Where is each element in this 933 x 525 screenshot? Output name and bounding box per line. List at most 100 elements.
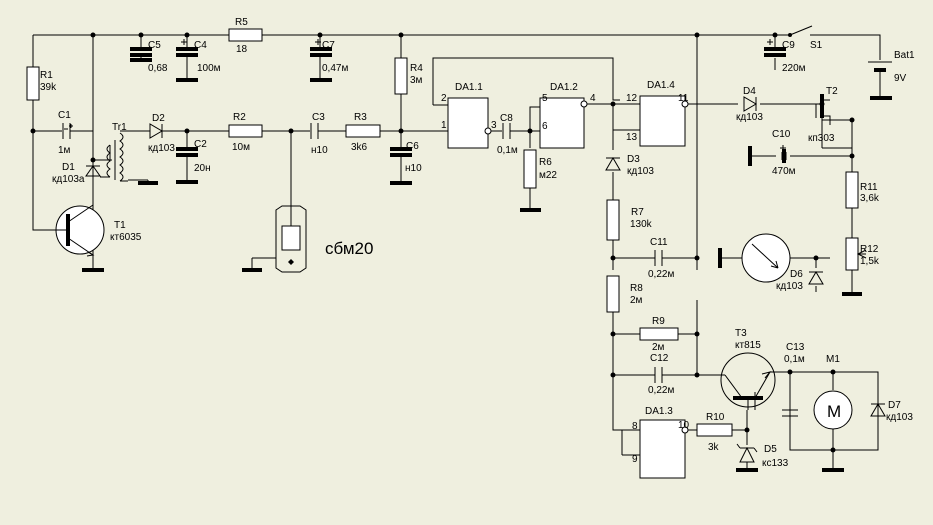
label-t2-value: кп303 (808, 133, 835, 144)
label-r11: R11 (860, 182, 878, 193)
motor-m1 (813, 390, 853, 430)
label-c5-value: 0,68 (148, 63, 168, 74)
pin-13: 13 (626, 132, 638, 143)
diode-d2 (149, 123, 163, 139)
meter-gauge (718, 233, 791, 283)
gate-da1-2 (539, 97, 585, 149)
resistor-r5 (228, 28, 263, 42)
label-t1-value: кт6035 (110, 232, 142, 243)
label-c5: C5 (148, 40, 161, 51)
capacitor-c13 (782, 409, 798, 417)
label-d4-value: кд103 (736, 112, 763, 123)
label-r8: R8 (630, 283, 643, 294)
diode-d3 (605, 157, 621, 171)
diode-d6 (808, 271, 824, 285)
pin-2: 2 (441, 93, 447, 104)
capacitor-c6 (390, 147, 412, 157)
transformer-tr1 (100, 130, 128, 182)
pin-6: 6 (542, 121, 548, 132)
gate-da1-4 (639, 95, 686, 147)
wires (32, 25, 881, 470)
gate-da1-1 (447, 97, 489, 149)
transistor-t1 (55, 204, 105, 270)
resistor-r10 (696, 423, 733, 437)
label-t3-value: кт815 (735, 340, 761, 351)
resistor-r6 (523, 149, 537, 189)
label-r6: R6 (539, 157, 552, 168)
resistor-r2 (228, 124, 263, 138)
label-d1: D1 (62, 162, 75, 173)
label-bat1: Bat1 (894, 50, 915, 61)
capacitor-c7 (310, 47, 332, 57)
zener-d5 (736, 443, 758, 463)
battery-bat1 (868, 61, 892, 88)
label-r5-value: 18 (236, 44, 248, 55)
resistor-r11 (845, 171, 859, 209)
label-bat1-value: 9V (894, 73, 907, 84)
label-sensor: сбм20 (325, 239, 373, 258)
label-r1-value: 39k (40, 82, 57, 93)
pin-5: 5 (542, 93, 548, 104)
label-r7-value: 130k (630, 219, 653, 230)
label-r3: R3 (354, 112, 367, 123)
label-d4: D4 (743, 86, 756, 97)
label-r2: R2 (233, 112, 246, 123)
label-r4-value: 3м (410, 75, 423, 86)
label-c3-value: н10 (311, 145, 328, 156)
label-d6-value: кд103 (776, 281, 803, 292)
label-d1-value: кд103а (52, 174, 85, 185)
label-c10: C10 (772, 129, 791, 140)
label-c9-value: 220м (782, 63, 806, 74)
capacitor-c4 (176, 47, 198, 57)
diodes (85, 96, 886, 463)
resistor-r1 (26, 66, 40, 101)
label-da1-1: DA1.1 (455, 82, 483, 93)
pin-1: 1 (441, 120, 447, 131)
label-r9: R9 (652, 316, 665, 327)
label-c12: C12 (650, 353, 669, 364)
label-c13-value: 0,1м (784, 354, 805, 365)
label-r11-value: 3,6k (860, 193, 880, 204)
pin-9: 9 (632, 454, 638, 465)
resistor-r4 (394, 57, 408, 95)
diode-d4 (743, 96, 757, 112)
label-c11: C11 (650, 237, 668, 248)
label-d2: D2 (152, 113, 165, 124)
label-r10-value: 3k (708, 442, 720, 453)
sensor-sbm20 (275, 205, 307, 273)
label-c6: C6 (406, 141, 419, 152)
pin-11: 11 (678, 93, 689, 104)
label-s1: S1 (810, 40, 823, 51)
label-r6-value: м22 (539, 170, 557, 181)
label-d3-value: кд103 (627, 166, 654, 177)
label-da1-4: DA1.4 (647, 80, 675, 91)
label-c1: C1 (58, 110, 71, 121)
capacitor-c5 (130, 47, 152, 57)
label-m1: M1 (826, 354, 840, 365)
label-c7: C7 (322, 40, 335, 51)
label-t1: T1 (114, 220, 126, 231)
label-d6: D6 (790, 269, 803, 280)
label-d5-value: кс133 (762, 458, 789, 469)
label-c13: C13 (786, 342, 805, 353)
pin-8: 8 (632, 421, 638, 432)
capacitor-c11 (654, 250, 663, 266)
pin-12: 12 (626, 93, 638, 104)
label-r5: R5 (235, 17, 248, 28)
label-c8: C8 (500, 113, 513, 124)
label-r12: R12 (860, 244, 879, 255)
label-r12-value: 1,5k (860, 256, 880, 267)
capacitor-c3 (310, 123, 319, 139)
label-da1-3: DA1.3 (645, 406, 673, 417)
resistor-r9 (639, 327, 679, 341)
resistors (26, 28, 867, 437)
pin-10: 10 (678, 420, 690, 431)
label-d2-value: кд103 (148, 143, 175, 154)
label-m1-symbol: M (827, 402, 841, 421)
pin-3: 3 (491, 120, 497, 131)
label-c4-value: 100м (197, 63, 221, 74)
capacitors (62, 39, 798, 417)
junction-dots (30, 32, 855, 453)
capacitor-c2 (176, 147, 198, 157)
